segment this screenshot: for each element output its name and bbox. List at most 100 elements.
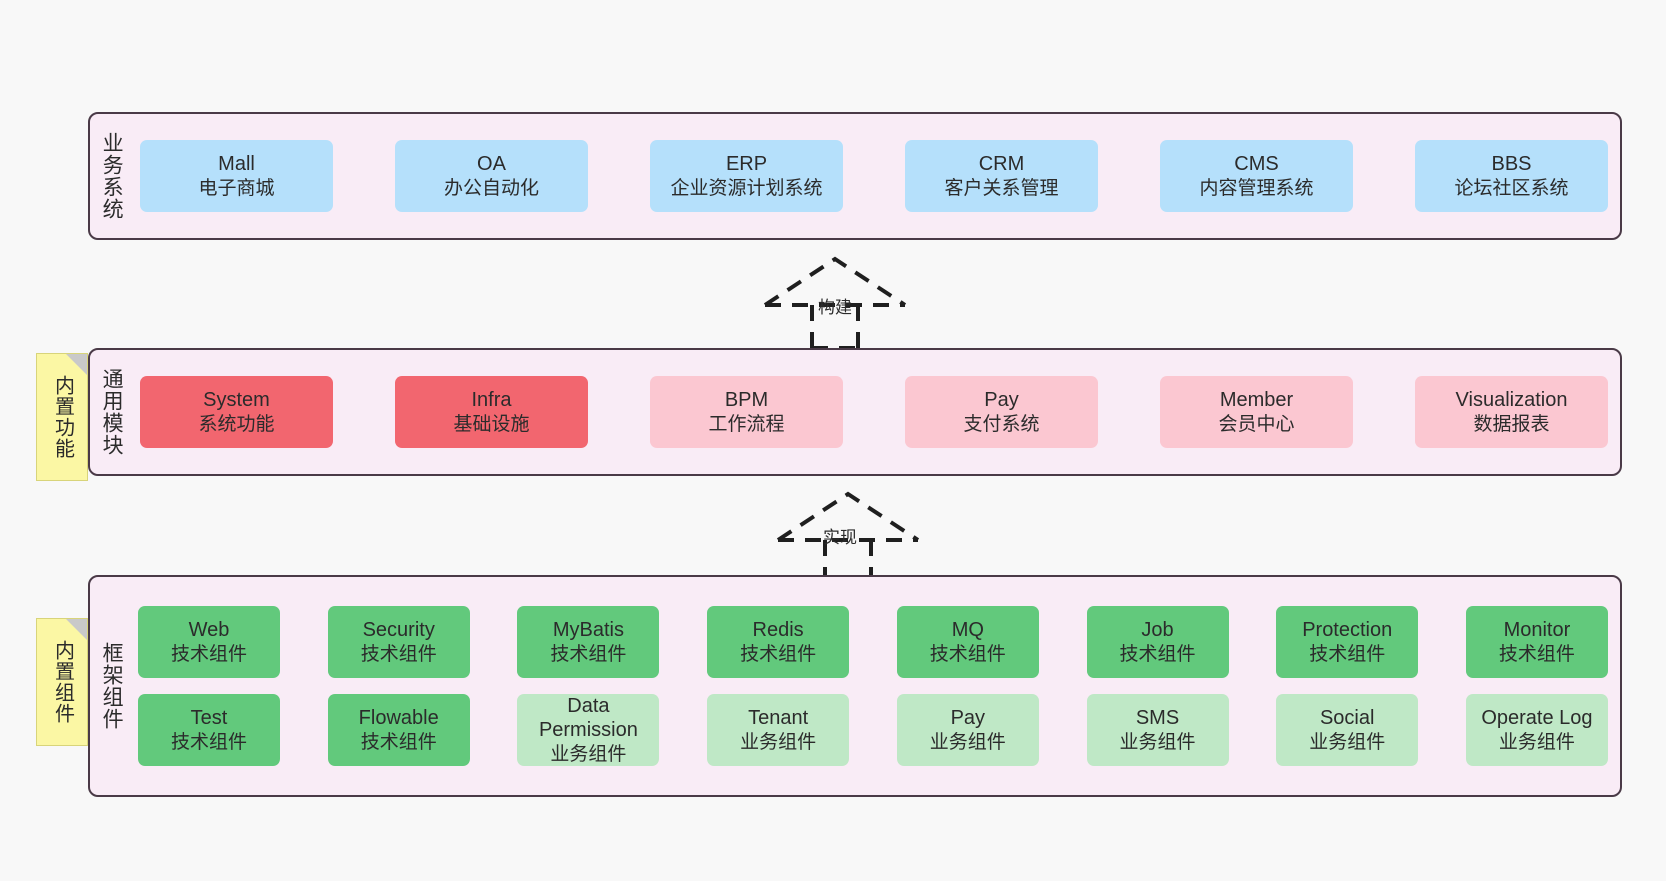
node-social-title: Social	[1319, 707, 1375, 730]
node-sms-title: SMS	[1135, 707, 1180, 730]
arrow-build-label: 构建	[818, 298, 852, 317]
node-monitor-title: Monitor	[1503, 619, 1571, 642]
node-tenant-desc: 业务组件	[740, 731, 817, 753]
node-social[interactable]: Social 业务组件	[1276, 694, 1419, 766]
node-member-title: Member	[1219, 389, 1294, 412]
node-erp-desc: 企业资源计划系统	[670, 177, 823, 199]
node-row: Web 技术组件 Security 技术组件 MyBatis 技术组件 Redi…	[138, 606, 1608, 678]
node-web[interactable]: Web 技术组件	[138, 606, 280, 678]
node-member-desc: 会员中心	[1218, 413, 1295, 435]
node-flowable-title: Flowable	[358, 707, 439, 730]
node-oa-desc: 办公自动化	[443, 177, 539, 199]
node-pay-component-desc: 业务组件	[929, 731, 1006, 753]
node-mall[interactable]: Mall 电子商城	[140, 140, 333, 212]
node-crm-desc: 客户关系管理	[944, 177, 1059, 199]
node-security-title: Security	[362, 619, 435, 642]
node-bpm-title: BPM	[724, 389, 769, 412]
node-data-permission-title2: Permission	[538, 719, 638, 742]
node-redis-desc: 技术组件	[740, 643, 817, 665]
node-pay-module[interactable]: Pay 支付系统	[905, 376, 1098, 448]
node-social-desc: 业务组件	[1309, 731, 1386, 753]
node-data-permission-desc: 业务组件	[550, 743, 627, 765]
note-builtin-feature-label: 内置功能	[51, 375, 74, 459]
node-operate-log[interactable]: Operate Log 业务组件	[1465, 694, 1608, 766]
node-data-permission-title: Data	[567, 695, 610, 718]
node-member[interactable]: Member 会员中心	[1160, 376, 1353, 448]
node-sms[interactable]: SMS 业务组件	[1086, 694, 1229, 766]
note-builtin-component: 内置组件	[36, 618, 88, 746]
node-job-desc: 技术组件	[1119, 643, 1196, 665]
node-bbs-title: BBS	[1491, 153, 1532, 176]
node-crm-title: CRM	[978, 153, 1025, 176]
node-erp[interactable]: ERP 企业资源计划系统	[650, 140, 843, 212]
node-cms-title: CMS	[1234, 153, 1279, 176]
node-system[interactable]: System 系统功能	[140, 376, 333, 448]
node-web-desc: 技术组件	[170, 643, 247, 665]
node-security[interactable]: Security 技术组件	[327, 606, 470, 678]
node-oa-title: OA	[477, 153, 506, 176]
node-mall-desc: 电子商城	[198, 177, 275, 199]
layer-framework-component-label: 框架组件	[100, 642, 124, 730]
node-redis[interactable]: Redis 技术组件	[707, 606, 850, 678]
node-web-title: Web	[188, 619, 230, 642]
arrow-implement-label: 实现	[823, 528, 857, 547]
node-tenant[interactable]: Tenant 业务组件	[707, 694, 850, 766]
node-pay-module-title: Pay	[984, 389, 1019, 412]
node-pay-module-desc: 支付系统	[963, 413, 1040, 435]
note-fold-icon	[66, 619, 87, 640]
node-infra-title: Infra	[471, 389, 512, 412]
node-flowable-desc: 技术组件	[360, 731, 437, 753]
node-pay-component-title: Pay	[950, 707, 986, 730]
layer-common-module-label: 通用模块	[100, 368, 124, 456]
node-operate-log-desc: 业务组件	[1498, 731, 1575, 753]
node-monitor-desc: 技术组件	[1498, 643, 1575, 665]
layer-framework-component-body: Web 技术组件 Security 技术组件 MyBatis 技术组件 Redi…	[132, 577, 1620, 795]
note-builtin-feature: 内置功能	[36, 353, 88, 481]
node-monitor[interactable]: Monitor 技术组件	[1465, 606, 1608, 678]
node-mall-title: Mall	[218, 153, 255, 176]
node-mybatis[interactable]: MyBatis 技术组件	[517, 606, 660, 678]
note-builtin-component-label: 内置组件	[51, 640, 74, 724]
node-operate-log-title: Operate Log	[1481, 707, 1593, 730]
layer-business-system-label: 业务系统	[100, 132, 124, 220]
node-mybatis-title: MyBatis	[552, 619, 624, 642]
node-redis-title: Redis	[752, 619, 804, 642]
node-pay-component[interactable]: Pay 业务组件	[896, 694, 1039, 766]
node-row: Test 技术组件 Flowable 技术组件 Data Permission …	[138, 694, 1608, 766]
node-row: System 系统功能 Infra 基础设施 BPM 工作流程 Pay 支付系统…	[140, 376, 1608, 448]
node-flowable[interactable]: Flowable 技术组件	[327, 694, 470, 766]
node-bbs[interactable]: BBS 论坛社区系统	[1415, 140, 1608, 212]
node-job[interactable]: Job 技术组件	[1086, 606, 1229, 678]
node-test-title: Test	[190, 707, 228, 730]
node-mq[interactable]: MQ 技术组件	[896, 606, 1039, 678]
note-fold-icon	[66, 354, 87, 375]
node-mq-title: MQ	[951, 619, 984, 642]
node-infra[interactable]: Infra 基础设施	[395, 376, 588, 448]
node-sms-desc: 业务组件	[1119, 731, 1196, 753]
layer-business-system: 业务系统 Mall 电子商城 OA 办公自动化 ERP 企业资源计划系统 CRM	[88, 112, 1622, 240]
node-mybatis-desc: 技术组件	[550, 643, 627, 665]
node-bpm-desc: 工作流程	[708, 413, 785, 435]
node-test[interactable]: Test 技术组件	[138, 694, 280, 766]
layer-common-module: 通用模块 System 系统功能 Infra 基础设施 BPM 工作流程 Pay	[88, 348, 1622, 476]
node-bpm[interactable]: BPM 工作流程	[650, 376, 843, 448]
node-oa[interactable]: OA 办公自动化	[395, 140, 588, 212]
node-system-desc: 系统功能	[198, 413, 275, 435]
node-visualization-desc: 数据报表	[1473, 413, 1550, 435]
node-visualization-title: Visualization	[1455, 389, 1568, 412]
node-visualization[interactable]: Visualization 数据报表	[1415, 376, 1608, 448]
node-protection-title: Protection	[1302, 619, 1393, 642]
node-data-permission[interactable]: Data Permission 业务组件	[517, 694, 660, 766]
layer-framework-component: 框架组件 Web 技术组件 Security 技术组件 MyBatis 技术组件…	[88, 575, 1622, 797]
node-system-title: System	[203, 389, 270, 412]
node-row: Mall 电子商城 OA 办公自动化 ERP 企业资源计划系统 CRM 客户关系…	[140, 140, 1608, 212]
node-security-desc: 技术组件	[360, 643, 437, 665]
node-test-desc: 技术组件	[170, 731, 247, 753]
node-crm[interactable]: CRM 客户关系管理	[905, 140, 1098, 212]
layer-business-system-body: Mall 电子商城 OA 办公自动化 ERP 企业资源计划系统 CRM 客户关系…	[132, 114, 1620, 238]
node-cms[interactable]: CMS 内容管理系统	[1160, 140, 1353, 212]
node-protection[interactable]: Protection 技术组件	[1276, 606, 1419, 678]
node-mq-desc: 技术组件	[929, 643, 1006, 665]
node-job-title: Job	[1141, 619, 1174, 642]
